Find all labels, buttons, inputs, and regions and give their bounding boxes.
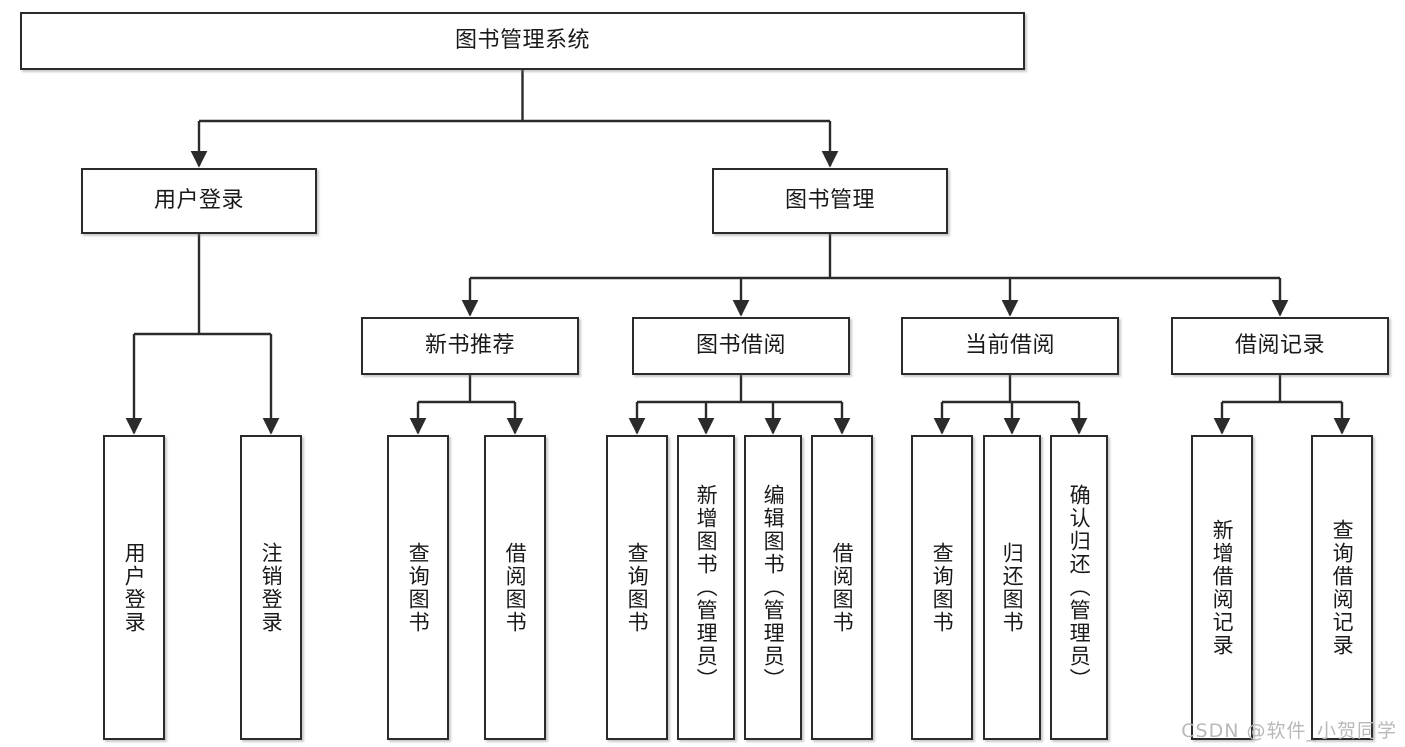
leaf-bb-query-book[interactable]: 查询图书 [606,435,668,740]
leaf-bb-add-book-label: 新增图书（管理员） [694,484,719,691]
leaf-user-login[interactable]: 用户登录 [103,435,165,740]
leaf-br-query-record[interactable]: 查询借阅记录 [1311,435,1373,740]
node-user-login[interactable]: 用户登录 [81,168,317,234]
leaf-logout[interactable]: 注销登录 [240,435,302,740]
leaf-cb-return-book-label: 归还图书 [1000,541,1025,634]
leaf-rec-borrow-book[interactable]: 借阅图书 [484,435,546,740]
leaf-br-add-record[interactable]: 新增借阅记录 [1191,435,1253,740]
leaf-rec-borrow-book-label: 借阅图书 [503,541,528,634]
leaf-cb-return-book[interactable]: 归还图书 [983,435,1041,740]
leaf-cb-query-book[interactable]: 查询图书 [911,435,973,740]
leaf-bb-borrow-book[interactable]: 借阅图书 [811,435,873,740]
node-root[interactable]: 图书管理系统 [20,12,1025,70]
leaf-cb-confirm-return-label: 确认归还（管理员） [1067,484,1092,691]
leaf-cb-query-book-label: 查询图书 [930,541,955,634]
leaf-rec-query-book[interactable]: 查询图书 [387,435,449,740]
leaf-user-login-label: 用户登录 [122,541,147,634]
node-new-book-recommendation-label: 新书推荐 [424,332,515,358]
node-borrow-record-label: 借阅记录 [1234,332,1325,358]
leaf-bb-edit-book[interactable]: 编辑图书（管理员） [744,435,802,740]
node-new-book-recommendation[interactable]: 新书推荐 [361,317,579,375]
node-book-management[interactable]: 图书管理 [712,168,948,234]
leaf-rec-query-book-label: 查询图书 [406,541,431,634]
node-user-login-label: 用户登录 [153,187,244,213]
node-book-management-label: 图书管理 [784,187,875,213]
node-book-borrow-label: 图书借阅 [695,332,786,358]
leaf-bb-add-book[interactable]: 新增图书（管理员） [677,435,735,740]
leaf-bb-borrow-book-label: 借阅图书 [830,541,855,634]
node-root-label: 图书管理系统 [454,27,590,53]
node-current-borrow[interactable]: 当前借阅 [901,317,1119,375]
leaf-cb-confirm-return[interactable]: 确认归还（管理员） [1050,435,1108,740]
node-borrow-record[interactable]: 借阅记录 [1171,317,1389,375]
node-book-borrow[interactable]: 图书借阅 [632,317,850,375]
node-current-borrow-label: 当前借阅 [964,332,1055,358]
leaf-bb-edit-book-label: 编辑图书（管理员） [761,484,786,691]
leaf-br-query-record-label: 查询借阅记录 [1330,518,1355,657]
leaf-logout-label: 注销登录 [259,541,284,634]
leaf-bb-query-book-label: 查询图书 [625,541,650,634]
csdn-watermark: CSDN @软件_小贺同学 [1181,720,1397,742]
leaf-br-add-record-label: 新增借阅记录 [1210,518,1235,657]
